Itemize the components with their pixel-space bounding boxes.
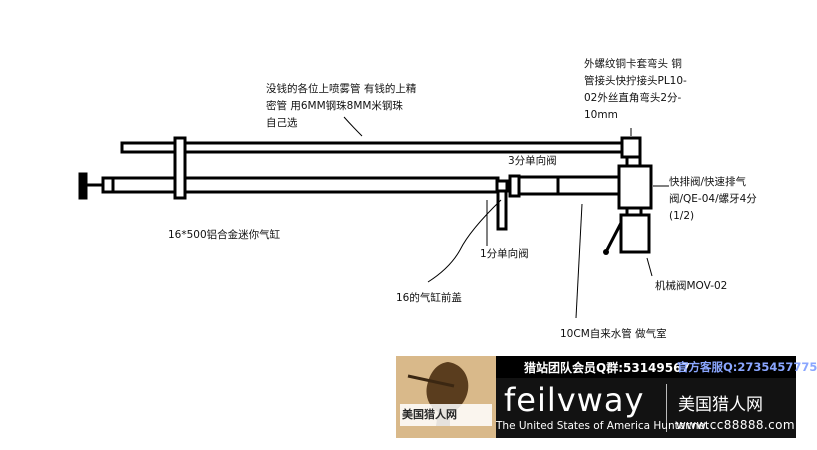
exhaust-valve-label: 快排阀/快速排气 阀/QE-04/螺牙4分 (1/2) [669,176,757,222]
check-valve-3-label: 3分单向阀 [508,155,557,167]
elbow-label: 外螺纹铜卡套弯头 铜 管接头快拧接头PL10- 02外丝直角弯头2分- 10mm [584,58,687,121]
hunter-logo-icon [396,356,496,438]
rod-collar [101,176,115,194]
qq-group-text: 猎站团队会员Q群:53149567 [524,361,690,375]
air-chamber-label: 10CM自来水管 做气室 [560,328,667,340]
mech-valve [619,213,651,254]
elbow-fitting [620,136,642,159]
banner-divider [666,384,667,432]
cylinder-rig-diagram [78,116,669,319]
elbow-neck [625,155,642,168]
bracket [173,136,187,200]
mech-valve-label: 机械阀MOV-02 [655,280,728,292]
banner-top-bar [396,356,796,378]
brand-name: feilvway [504,381,645,419]
website-url: www.cc88888.com [676,418,795,432]
check-valve-1-stem [496,189,508,231]
cylinder-label: 16*500铝合金迷你气缸 [168,229,281,241]
rod-end-cap [78,172,88,200]
brand-cn-name: 美国猎人网 [678,395,763,415]
cylinder-body [101,176,500,194]
watermark-banner: 美国猎人网 猎站团队会员Q群:53149567 官方客服Q:2735457775… [396,356,817,438]
check-valve-1-label: 1分单向阀 [480,248,529,260]
mech-valve-lever [605,222,623,251]
front-cap-label: 16的气缸前盖 [396,292,462,304]
air-chamber [517,175,621,196]
spray-tube [120,141,629,154]
spray-tube-label: 没钱的各位上喷雾管 有钱的上精 密管 用6MM钢珠8MM米钢珠 自己选 [266,83,417,129]
exhaust-valve [617,164,653,210]
brand-tagline: The United States of America Hunter.net [496,420,710,432]
logo-text: 美国猎人网 [402,408,457,421]
service-qq-text: 官方客服Q:2735457775 [677,360,817,374]
